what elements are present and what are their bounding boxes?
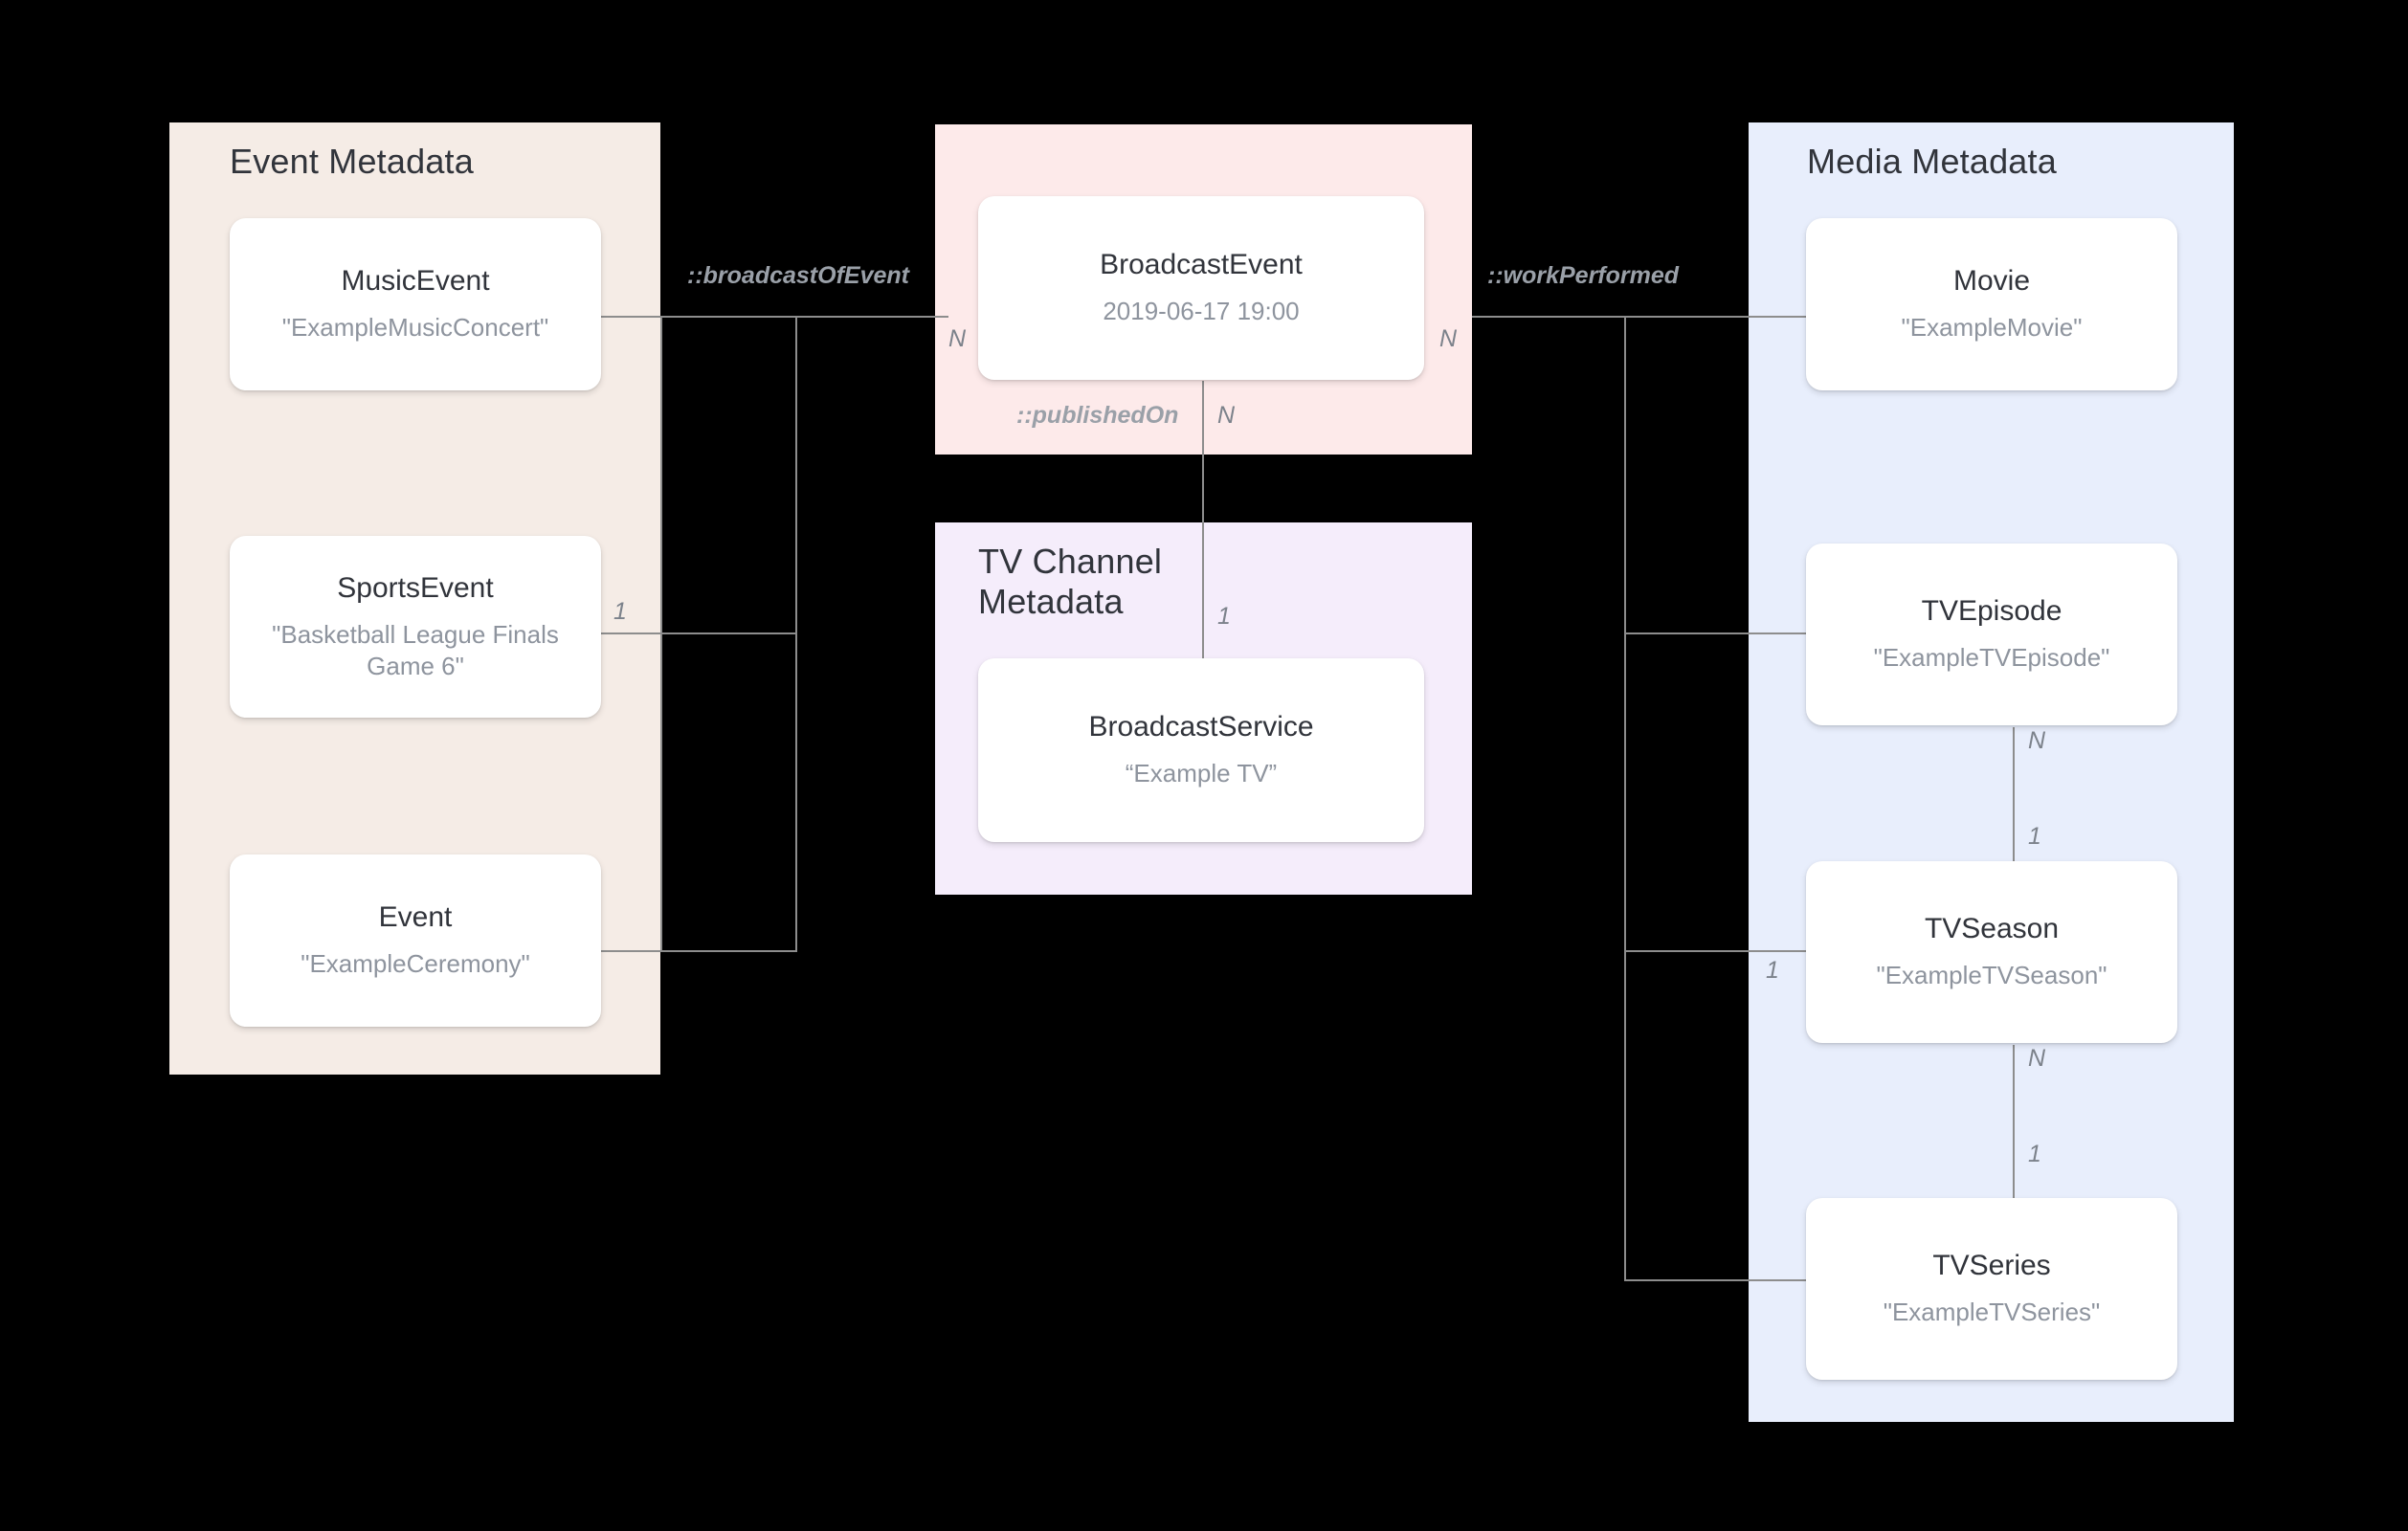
connector-bus-media	[1624, 316, 1626, 1279]
entity-value: "ExampleTVEpisode"	[1873, 643, 2110, 673]
entity-name: SportsEvent	[337, 571, 494, 604]
cardinality-episode-to-season-1: 1	[2028, 823, 2041, 850]
relation-label-work-performed: ::workPerformed	[1487, 262, 1680, 289]
entity-name: BroadcastService	[1088, 711, 1314, 743]
group-title-tv-channel-metadata: TV Channel Metadata	[978, 542, 1163, 622]
connector-tv-season	[1624, 950, 1806, 952]
connector-bus-left-outer	[795, 316, 797, 950]
connector-tv-episode	[1624, 632, 1806, 634]
cardinality-broadcast-right: N	[1439, 325, 1458, 352]
connector-bus-left-inner	[660, 316, 662, 950]
entity-name: BroadcastEvent	[1100, 249, 1303, 281]
entity-value: 2019-06-17 19:00	[1103, 297, 1300, 326]
cardinality-season-to-series-n: N	[2028, 1045, 2046, 1072]
connector-episode-to-season	[2013, 727, 2015, 919]
entity-card-sports-event[interactable]: SportsEvent "Basketball League Finals Ga…	[230, 536, 601, 718]
connector-tv-series	[1624, 1279, 1806, 1281]
entity-name: Movie	[1952, 265, 2031, 298]
entity-value: "ExampleTVSeason"	[1876, 961, 2107, 990]
relation-label-published-on: ::publishedOn	[1016, 402, 1179, 429]
cardinality-published-on-n: N	[1217, 402, 1236, 429]
cardinality-sports-to-broadcast: 1	[613, 598, 627, 625]
entity-value: "ExampleTVSeries"	[1883, 1298, 2101, 1327]
entity-card-broadcast-event[interactable]: BroadcastEvent 2019-06-17 19:00	[978, 196, 1424, 380]
entity-card-movie[interactable]: Movie "ExampleMovie"	[1806, 218, 2177, 390]
entity-name: TVSeason	[1924, 913, 2060, 945]
connector-season-to-series	[2013, 1045, 2015, 1236]
cardinality-season-left-1: 1	[1766, 957, 1779, 984]
group-title-media-metadata: Media Metadata	[1807, 142, 2057, 181]
entity-value: “Example TV”	[1125, 759, 1278, 788]
entity-name: Event	[378, 901, 453, 934]
entity-name: TVEpisode	[1921, 595, 2062, 628]
group-title-event-metadata: Event Metadata	[230, 142, 474, 181]
entity-card-event[interactable]: Event "ExampleCeremony"	[230, 854, 601, 1027]
entity-card-tv-series[interactable]: TVSeries "ExampleTVSeries"	[1806, 1198, 2177, 1380]
cardinality-season-to-series-1: 1	[2028, 1141, 2041, 1167]
connector-event	[598, 950, 797, 952]
connector-work-performed	[1472, 316, 1807, 318]
connector-broadcast-of-event	[795, 316, 948, 318]
entity-card-broadcast-service[interactable]: BroadcastService “Example TV”	[978, 658, 1424, 842]
entity-value: "ExampleMovie"	[1901, 313, 2083, 343]
entity-value: "Basketball League Finals Game 6"	[272, 619, 559, 680]
entity-value: "ExampleMusicConcert"	[281, 313, 549, 343]
entity-card-tv-season[interactable]: TVSeason "ExampleTVSeason"	[1806, 861, 2177, 1043]
cardinality-broadcast-service-1: 1	[1217, 603, 1231, 630]
entity-card-music-event[interactable]: MusicEvent "ExampleMusicConcert"	[230, 218, 601, 390]
cardinality-broadcast-left: N	[948, 325, 967, 352]
connector-sports-event	[598, 632, 797, 634]
entity-name: TVSeries	[1932, 1250, 2051, 1282]
relation-label-broadcast-of-event: ::broadcastOfEvent	[687, 262, 909, 289]
entity-value: "ExampleCeremony"	[301, 949, 530, 979]
connector-published-on	[1202, 381, 1204, 658]
entity-name: MusicEvent	[341, 265, 490, 298]
connector-music-event	[598, 316, 797, 318]
entity-card-tv-episode[interactable]: TVEpisode "ExampleTVEpisode"	[1806, 544, 2177, 725]
cardinality-episode-to-season-n: N	[2028, 727, 2046, 754]
